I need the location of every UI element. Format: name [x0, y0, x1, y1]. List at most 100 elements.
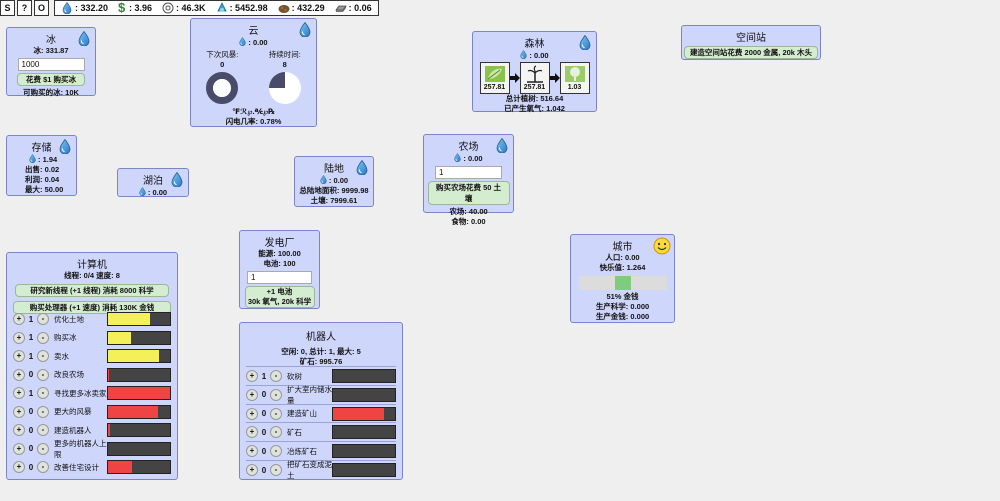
water-drop-icon [356, 160, 368, 175]
task-progress-bar [332, 387, 396, 402]
increase-button[interactable]: + [246, 464, 258, 476]
research-thread-button[interactable]: 研究新线程 (+1 线程) 消耗 8000 科学 [15, 284, 169, 297]
options-button[interactable]: O [34, 0, 49, 16]
decrease-button[interactable]: - [37, 387, 49, 399]
task-progress-bar [107, 423, 171, 437]
cloud-water: : 0.00 [248, 38, 268, 47]
farm-count: 农场: 40.00 [449, 207, 488, 216]
task-count: 0 [261, 446, 267, 456]
computer-panel: 计算机 线程: 0/4 速度: 8 研究新线程 (+1 线程) 消耗 8000 … [6, 252, 178, 480]
water-value: : 332.20 [75, 3, 109, 13]
task-progress-fill [108, 405, 158, 418]
total-plants: 总计植树: 516.64 [505, 94, 564, 103]
increase-button[interactable]: + [246, 426, 258, 439]
decrease-button[interactable]: - [270, 370, 282, 382]
land-water: : 0.00 [328, 176, 349, 185]
task-count: 0 [28, 425, 34, 435]
increase-button[interactable]: + [246, 388, 258, 401]
food-amount: 食物: 0.00 [451, 217, 486, 226]
decrease-button[interactable]: - [37, 313, 49, 325]
smiley-icon [653, 237, 671, 255]
power-plant-title: 发电厂 [264, 238, 295, 249]
increase-button[interactable]: + [246, 407, 258, 420]
buy-processor-button[interactable]: 购买处理器 (+1 速度) 消耗 130K 金钱 [13, 301, 171, 314]
increase-button[interactable]: + [13, 368, 25, 381]
save-button[interactable]: S [0, 0, 15, 16]
decrease-button[interactable]: - [270, 407, 282, 420]
decrease-button[interactable]: - [37, 461, 49, 473]
farm-quantity-input[interactable]: 1 [435, 166, 502, 179]
resource-oxygen: : 5452.98 [216, 2, 268, 14]
increase-button[interactable]: + [13, 405, 25, 418]
task-count: 1 [28, 314, 34, 324]
decrease-button[interactable]: - [270, 445, 282, 458]
increase-button[interactable]: + [13, 313, 25, 325]
land-panel: 陆地 : 0.00 总陆地面积: 9999.98 土壤: 7999.61 [294, 156, 374, 207]
duration-label: 持续时间: [268, 50, 301, 59]
robots-task-row: +0-扩大室内储水量 [246, 385, 396, 405]
buy-battery-button[interactable]: +1 电池 30k 氧气, 20k 科学 [244, 286, 315, 308]
tree-count: 1.03 [567, 84, 582, 91]
increase-button[interactable]: + [13, 461, 25, 473]
task-progress-fill [108, 424, 110, 436]
water-drop-icon [520, 50, 527, 59]
task-progress-bar [332, 463, 396, 477]
buy-ice-button[interactable]: 花费 $1 购买冰 [17, 73, 85, 86]
increase-button[interactable]: + [13, 442, 25, 455]
money-ratio-fill [615, 276, 632, 290]
science-flask-icon [162, 2, 174, 14]
water-drop-icon [139, 187, 146, 196]
increase-button[interactable]: + [13, 350, 25, 362]
increase-button[interactable]: + [13, 424, 25, 436]
row-divider [246, 422, 396, 424]
decrease-button[interactable]: - [37, 331, 49, 344]
dollar-icon: $ [118, 0, 126, 15]
sapling-count: 257.81 [523, 84, 546, 91]
task-progress-fill [108, 350, 160, 362]
increase-button[interactable]: + [13, 331, 25, 344]
battery-quantity-input[interactable]: 1 [247, 271, 312, 284]
decrease-button[interactable]: - [37, 368, 49, 381]
farm-title: 农场 [458, 142, 479, 153]
increase-button[interactable]: + [13, 387, 25, 399]
money-ratio-bar[interactable] [578, 276, 667, 290]
decrease-button[interactable]: - [37, 350, 49, 362]
build-space-station-button[interactable]: 建造空间站花费 2000 金属, 20k 木头 [684, 46, 818, 59]
task-count: 1 [28, 351, 34, 361]
water-drop-icon [59, 139, 71, 154]
decrease-button[interactable]: - [270, 426, 282, 439]
decrease-button[interactable]: - [270, 388, 282, 401]
increase-button[interactable]: + [246, 370, 258, 382]
total-land-area: 总陆地面积: 9999.98 [299, 186, 369, 195]
water-drop-icon [454, 153, 461, 162]
decrease-button[interactable]: - [37, 424, 49, 436]
decrease-button[interactable]: - [37, 442, 49, 455]
decrease-button[interactable]: - [37, 405, 49, 418]
computer-task-row: +0-改良农场 [13, 367, 171, 383]
battery-button-line1: +1 电池 [266, 287, 293, 296]
seed-stage[interactable]: 257.81 [479, 62, 510, 94]
storage-panel: 存储 : 1.94 出售: 0.02 利润: 0.04 最大: 50.00 [6, 135, 77, 196]
task-label: 砍树 [287, 371, 302, 381]
buy-farm-button[interactable]: 购买农场花费 50 土壤 [427, 181, 510, 205]
task-count: 0 [261, 390, 267, 400]
ore-amount: 矿石: 995.76 [299, 357, 343, 366]
ice-quantity-input[interactable]: 1000 [17, 58, 85, 71]
farm-panel: 农场 : 0.00 1 购买农场花费 50 土壤 农场: 40.00 食物: 0… [423, 134, 514, 226]
task-progress-fill [108, 331, 131, 344]
task-progress-bar [107, 312, 171, 326]
task-count: 0 [261, 427, 267, 437]
resource-bar: : 332.20 $ : 3.96 : 46.3K : 5452.98 : 43… [54, 0, 379, 16]
computer-title: 计算机 [77, 260, 107, 271]
task-progress-bar [332, 406, 396, 421]
help-button[interactable]: ? [17, 0, 32, 16]
decrease-button[interactable]: - [270, 464, 282, 476]
ice-panel: 冰 冰: 331.87 1000 花费 $1 购买冰 可购买的冰: 10K [6, 27, 96, 97]
row-divider [246, 441, 396, 443]
increase-button[interactable]: + [246, 445, 258, 458]
task-label: 购买冰 [54, 333, 77, 342]
sapling-stage[interactable]: 257.81 [519, 62, 550, 94]
computer-task-row: +0-更大的风暴 [13, 404, 171, 420]
arrow-right-icon [549, 73, 560, 83]
tree-stage[interactable]: 1.03 [559, 62, 590, 94]
